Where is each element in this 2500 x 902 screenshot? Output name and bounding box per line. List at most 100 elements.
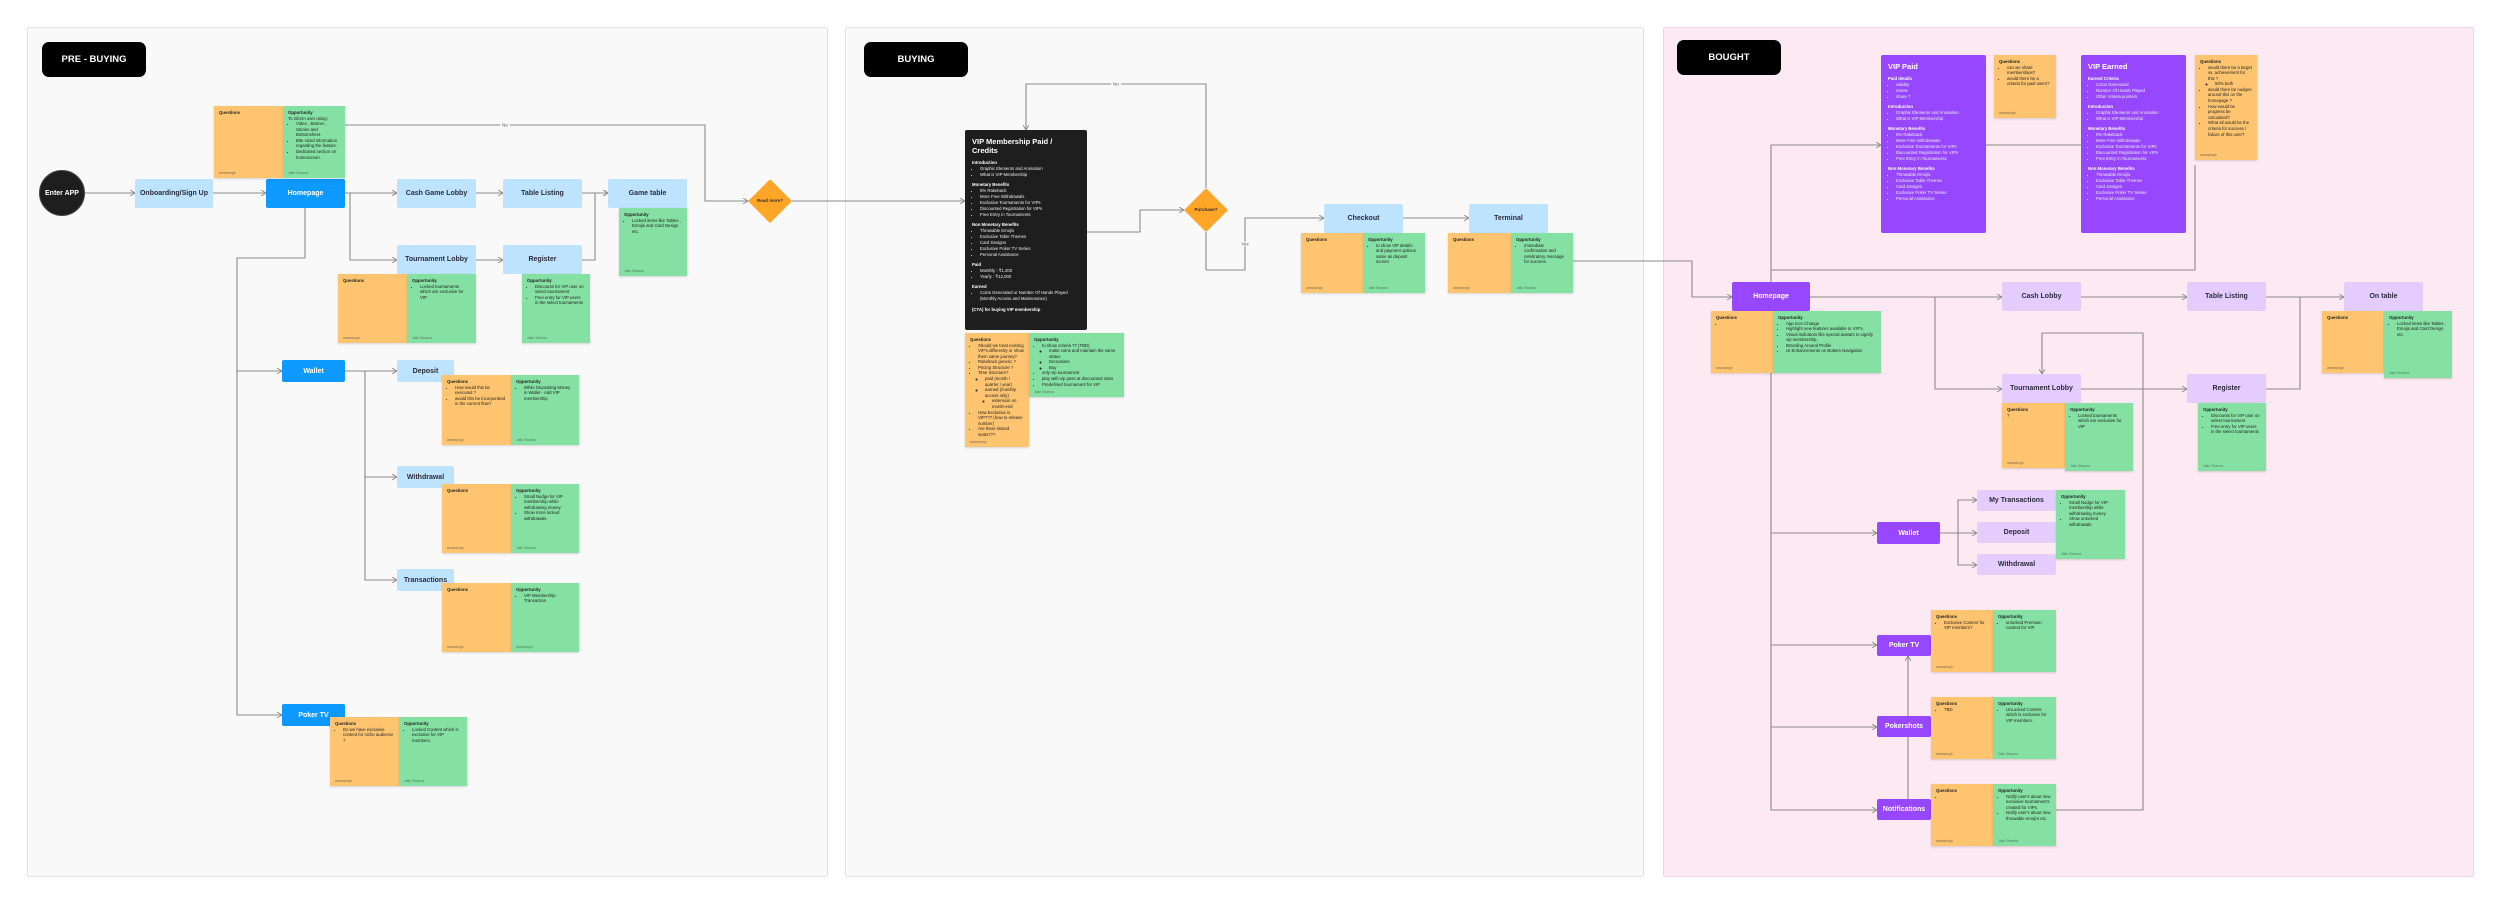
list-item: Immediate confirmation and celebratory m… — [1524, 243, 1568, 265]
list-item: Card Designs — [2096, 184, 2179, 190]
node-label: Poker TV — [298, 711, 329, 719]
node-label: Register — [528, 256, 557, 263]
sticky-title: Opportunity — [404, 721, 429, 726]
bullet-list: Throwable EmojisExclusive Table ThemesCa… — [972, 228, 1080, 258]
node-homepage[interactable]: Homepage — [266, 179, 345, 208]
node-label: Tournament Lobby — [2010, 385, 2073, 392]
sticky-title: Questions — [335, 721, 357, 726]
node-deposit[interactable]: Deposit — [397, 360, 454, 382]
pre-buying-header: PRE - BUYING — [42, 42, 146, 77]
list-item: would there be a target vs. achievement … — [2208, 65, 2252, 87]
bullet-list: Should we treat existing VIP's different… — [970, 343, 1024, 438]
list-item: Bite sized information regarding the fea… — [296, 138, 340, 149]
bullet-list: Monthly : ₹1,200Yearly : ₹12,000 — [972, 268, 1080, 280]
node-label: On table — [2369, 293, 2398, 300]
list-item: 50% both — [2215, 81, 2252, 87]
sticky-title: Questions — [1716, 315, 1738, 320]
list-item: Graphic Elements and Animation — [1896, 110, 1979, 116]
node-register[interactable]: Register — [503, 245, 582, 274]
node-table-listing[interactable]: Table Listing — [503, 179, 582, 208]
node-onboarding[interactable]: Onboarding/Sign Up — [135, 179, 213, 208]
decision-node-purchase[interactable]: Purchase? — [1184, 188, 1228, 232]
sticky-author: amansingh — [2007, 460, 2024, 465]
sticky-title: Opportunity — [1998, 701, 2023, 706]
node-label: Wallet — [1898, 529, 1919, 537]
node-on-table[interactable]: On table — [2344, 282, 2423, 311]
node-notifications[interactable]: Notifications — [1877, 799, 1931, 820]
bullet-list: Locked tournaments which are exclusive f… — [412, 284, 471, 301]
node-checkout[interactable]: Checkout — [1324, 204, 1403, 233]
list-item: Coins Generated — [2096, 82, 2179, 88]
node-transactions[interactable]: Transactions — [397, 569, 454, 591]
list-item: More Free Withdrawals — [2096, 138, 2179, 144]
sticky-title: Questions — [1306, 237, 1328, 242]
node-label: Notifications — [1882, 806, 1926, 813]
node-b-withdrawal[interactable]: Withdrawal — [1977, 554, 2056, 575]
node-withdrawal[interactable]: Withdrawal — [397, 466, 454, 488]
sticky-author: amansingh — [343, 335, 360, 340]
node-enter-app[interactable]: Enter APP — [39, 170, 85, 216]
node-b-poker-tv[interactable]: Poker TV — [1877, 635, 1931, 656]
sticky-author: amansingh — [2327, 365, 2344, 370]
list-item: renew — [1896, 88, 1979, 94]
node-label: Onboarding/Sign Up — [139, 190, 209, 197]
node-cash-game-lobby[interactable]: Cash Game Lobby — [397, 179, 476, 208]
sticky-author: amansingh — [335, 778, 352, 783]
node-label: Homepage — [1753, 293, 1789, 300]
node-label: Deposit — [412, 367, 439, 375]
node-b-register[interactable]: Register — [2187, 374, 2266, 403]
bullet-list: make coins and maintain the same statusD… — [1042, 348, 1119, 370]
connector-arrow — [1771, 165, 2196, 271]
list-item: Free Entry in Tournaments — [2096, 156, 2179, 162]
sticky-title: Opportunity — [1368, 237, 1393, 242]
node-pokershots[interactable]: Pokershots — [1877, 716, 1931, 737]
list-item: Free Entry in Tournaments — [980, 212, 1080, 218]
node-label: My Transactions — [1989, 497, 2044, 504]
node-my-transactions[interactable]: My Transactions — [1977, 490, 2056, 511]
card-section-heading: Non Monetary Benefits — [1888, 166, 1935, 172]
list-item: Personal Assistance — [980, 252, 1080, 258]
sticky-title: Questions — [219, 110, 241, 115]
sticky-title: Opportunity — [1778, 315, 1803, 320]
card-cta-text: (CTA) for buying VIP membership — [972, 307, 1041, 313]
bullet-list: Graphic Elements and AnimationWhat is VI… — [972, 166, 1080, 178]
list-item: would this be incorporated in the curren… — [455, 396, 506, 407]
sticky-author: Jatin Sharma — [404, 778, 424, 783]
bought-header: BOUGHT — [1677, 40, 1781, 75]
list-item: Free entry for VIP users in the select t… — [2211, 424, 2261, 435]
node-terminal[interactable]: Terminal — [1469, 204, 1548, 233]
sticky-author: amansingh — [447, 644, 464, 649]
node-label: Tournament Lobby — [405, 256, 468, 263]
list-item: What is VIP Membership — [1896, 116, 1979, 122]
list-item: share ? — [1896, 94, 1979, 100]
node-tournament-lobby[interactable]: Tournament Lobby — [397, 245, 476, 274]
bullet-list: 5% RakebackMore Free WithdrawalsExclusiv… — [972, 188, 1080, 218]
sticky-author: Jatin Sharma — [1368, 285, 1388, 290]
node-b-table-listing[interactable]: Table Listing — [2187, 282, 2266, 311]
list-item: Exclusive Table Themes — [2096, 178, 2179, 184]
node-b-homepage[interactable]: Homepage — [1732, 282, 1810, 311]
node-wallet[interactable]: Wallet — [282, 360, 345, 382]
node-b-wallet[interactable]: Wallet — [1877, 522, 1940, 544]
node-b-tournament-lobby[interactable]: Tournament Lobby — [2002, 374, 2081, 403]
node-b-deposit[interactable]: Deposit — [1977, 522, 2056, 543]
list-item: While Depositing Money in Wallet - Add V… — [524, 385, 574, 402]
list-item: would there be nudges around this on the… — [2208, 87, 2252, 104]
node-label: Withdrawal — [1997, 561, 2036, 568]
opportunity-sticky-dep-o: OpportunityWhile Depositing Money in Wal… — [511, 375, 579, 445]
sticky-title: Opportunity — [516, 488, 541, 493]
bullet-list: TBD — [1936, 707, 1988, 713]
card-section-heading: Paid — [972, 262, 982, 268]
decision-node-read-more[interactable]: Read more? — [748, 179, 792, 223]
card-title: VIP Membership Paid / Credits — [972, 137, 1053, 155]
node-game-table[interactable]: Game table — [608, 179, 687, 208]
node-cash-lobby[interactable]: Cash Lobby — [2002, 282, 2081, 311]
card-section-heading: Earned — [972, 284, 987, 290]
sticky-title: Opportunity — [2070, 407, 2095, 412]
node-label: Table Listing — [521, 190, 564, 197]
node-poker-tv[interactable]: Poker TV — [282, 704, 345, 726]
list-item: Exclusive Poker TV Series — [1896, 190, 1979, 196]
